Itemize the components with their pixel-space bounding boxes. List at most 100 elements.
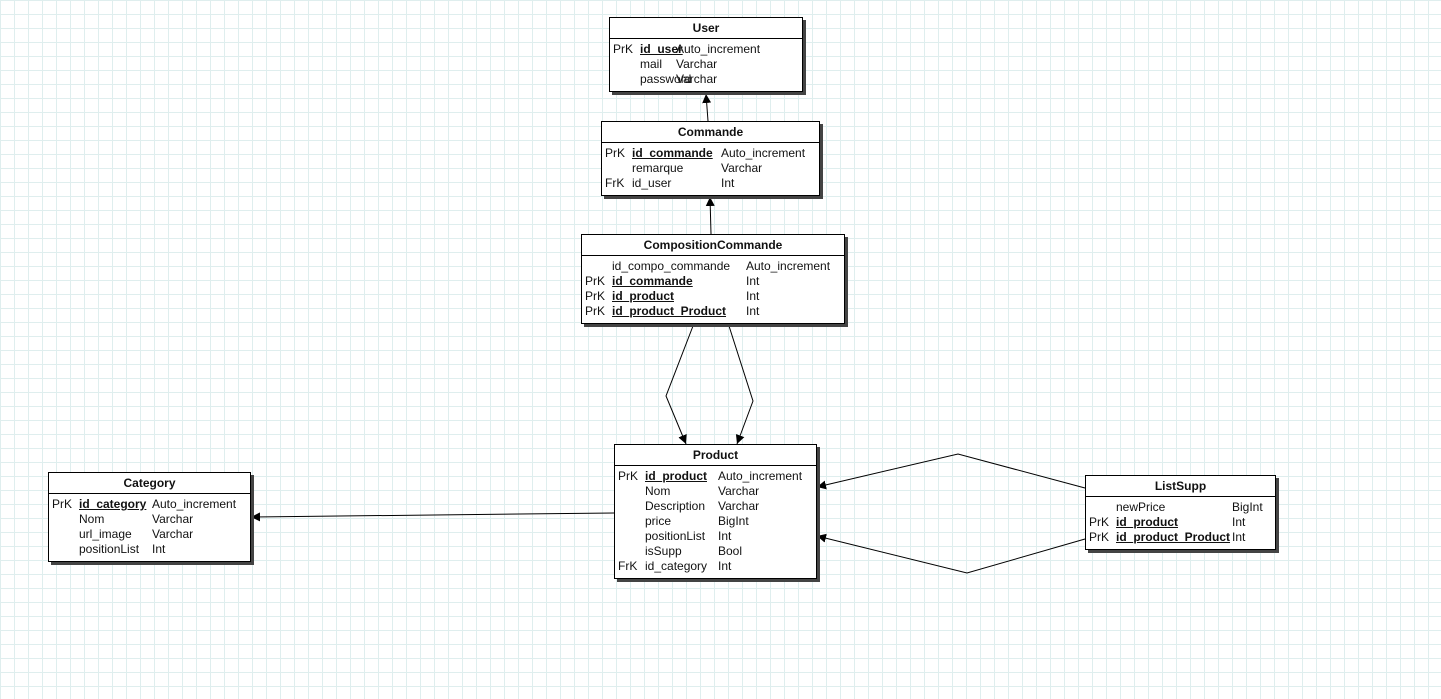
field-row[interactable]: PrK id_commande Int <box>582 274 844 289</box>
field-row[interactable]: Nom Varchar <box>615 484 816 499</box>
field-key: PrK <box>1089 530 1110 544</box>
field-type: Varchar <box>721 161 763 175</box>
field-type: Int <box>152 542 166 556</box>
entity-title: ListSupp <box>1086 476 1275 497</box>
field-key <box>615 544 645 559</box>
field-name: id_commande <box>632 146 713 160</box>
field-name: newPrice <box>1116 500 1166 514</box>
relation-composition-product-1 <box>665 325 694 445</box>
field-row[interactable]: price BigInt <box>615 514 816 529</box>
field-type: Varchar <box>676 72 718 86</box>
field-key <box>49 527 79 542</box>
entity-title: User <box>610 18 802 39</box>
field-key: PrK <box>605 146 626 160</box>
field-name: mail <box>640 57 663 71</box>
field-type: Auto_increment <box>718 469 803 483</box>
field-row[interactable]: PrK id_product Auto_increment <box>615 469 816 484</box>
field-name: remarque <box>632 161 684 175</box>
field-type: Int <box>746 289 760 303</box>
field-key: PrK <box>1089 515 1110 529</box>
field-key: FrK <box>618 559 638 573</box>
field-type: Varchar <box>676 57 718 71</box>
field-key: PrK <box>618 469 639 483</box>
field-row[interactable]: FrK id_user Int <box>602 176 819 191</box>
field-key: PrK <box>585 274 606 288</box>
field-row[interactable]: PrK id_commande Auto_increment <box>602 146 819 161</box>
field-name: id_category <box>79 497 147 511</box>
field-type: Int <box>718 529 732 543</box>
field-key <box>610 72 640 87</box>
field-type: Auto_increment <box>152 497 237 511</box>
field-type: Varchar <box>718 484 760 498</box>
field-type: Varchar <box>152 512 194 526</box>
field-key: FrK <box>605 176 625 190</box>
entity-title: Commande <box>602 122 819 143</box>
field-row[interactable]: url_image Varchar <box>49 527 250 542</box>
field-row[interactable]: FrK id_category Int <box>615 559 816 574</box>
field-type: Auto_increment <box>721 146 806 160</box>
field-type: Int <box>1232 515 1246 529</box>
field-row[interactable]: id_compo_commande Auto_increment <box>582 259 844 274</box>
entity-fields: PrK id_commande Auto_increment remarque Varc… <box>602 143 819 195</box>
field-name: id_commande <box>612 274 693 288</box>
field-name: price <box>645 514 672 528</box>
field-row[interactable]: positionList Int <box>49 542 250 557</box>
field-type: Int <box>721 176 735 190</box>
field-type: Varchar <box>718 499 760 513</box>
field-name: id_user <box>640 42 683 56</box>
entity-composition-commande[interactable]: CompositionCommande id_compo_commande Aut… <box>581 234 845 324</box>
field-key: PrK <box>613 42 634 56</box>
field-key <box>602 161 632 176</box>
field-row[interactable]: Description Varchar <box>615 499 816 514</box>
relation-composition-commande <box>705 196 715 235</box>
field-type: Int <box>1232 530 1246 544</box>
field-name: id_compo_commande <box>612 259 731 273</box>
field-name: id_category <box>645 559 708 573</box>
field-name: Nom <box>645 484 671 498</box>
field-name: id_product <box>645 469 707 483</box>
field-type: BigInt <box>718 514 749 528</box>
field-key: PrK <box>585 304 606 318</box>
field-key <box>615 514 645 529</box>
field-name: id_user <box>632 176 672 190</box>
field-type: Int <box>746 304 760 318</box>
field-type: Varchar <box>152 527 194 541</box>
field-key <box>582 259 612 274</box>
entity-title: Category <box>49 473 250 494</box>
field-type: Auto_increment <box>676 42 761 56</box>
field-row[interactable]: mail Varchar <box>610 57 802 72</box>
relation-product-category <box>250 512 615 522</box>
field-type: Int <box>718 559 732 573</box>
relation-commande-user <box>702 93 712 122</box>
field-key: PrK <box>585 289 606 303</box>
field-type: Auto_increment <box>746 259 831 273</box>
entity-title: CompositionCommande <box>582 235 844 256</box>
entity-title: Product <box>615 445 816 466</box>
field-row[interactable]: remarque Varchar <box>602 161 819 176</box>
field-type: Int <box>746 274 760 288</box>
relation-listsupp-product-2 <box>816 533 1086 574</box>
field-name: positionList <box>79 542 140 556</box>
field-name: Description <box>645 499 706 513</box>
field-name: id_product_Product <box>1116 530 1231 544</box>
field-key <box>1086 500 1116 515</box>
field-name: url_image <box>79 527 132 541</box>
